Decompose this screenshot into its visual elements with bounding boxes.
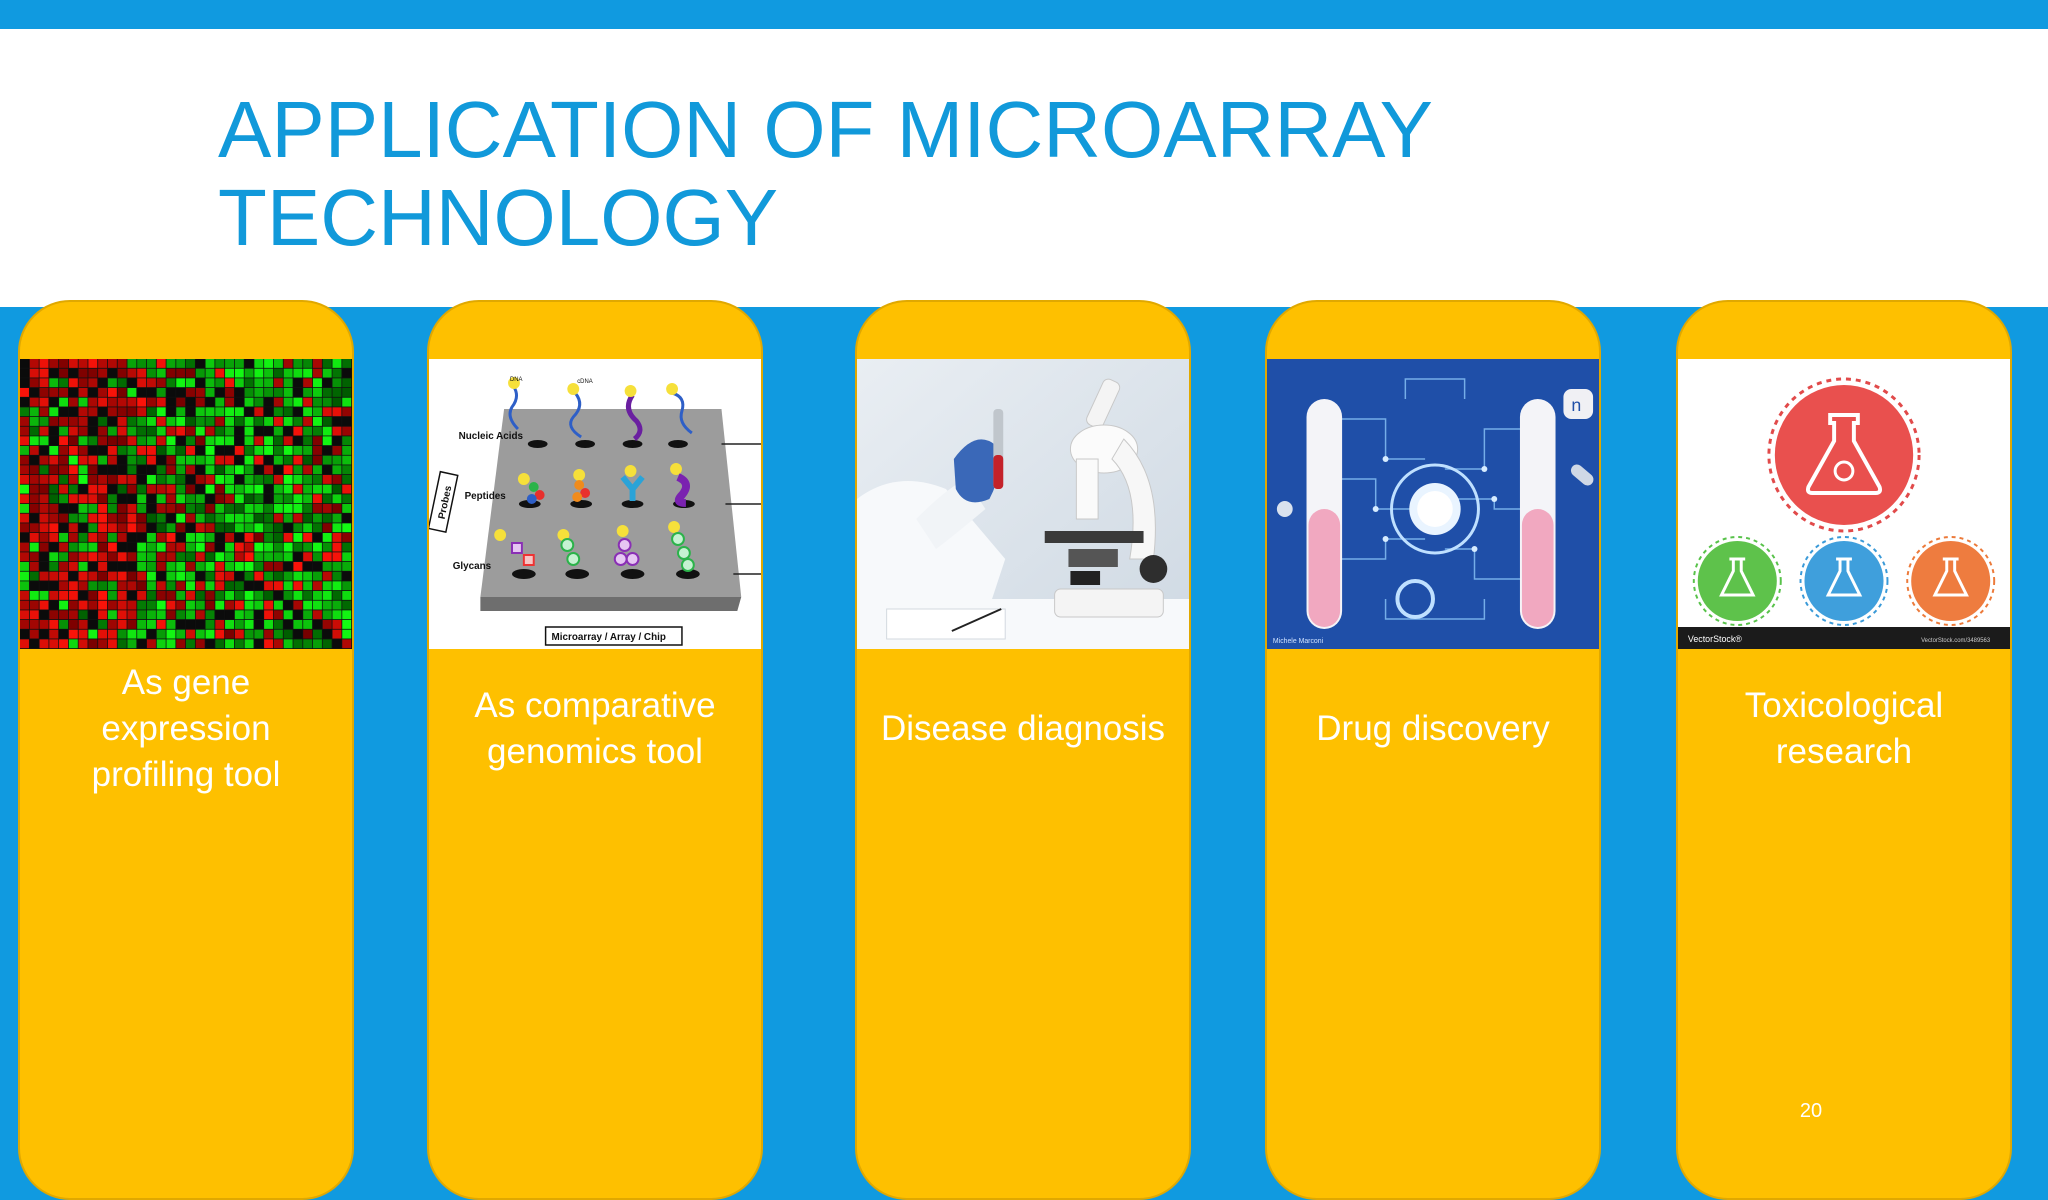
card-disease-diagnosis: Disease diagnosis (855, 300, 1191, 1200)
label-chip: Microarray / Array / Chip (552, 632, 666, 643)
card-caption: Drug discovery (1316, 709, 1550, 748)
drug-discovery-circuit-image: n Michele Marconi (1267, 359, 1599, 649)
card-comparative-genomics: Nucleic Acids Peptides Glycans Probes DN… (427, 300, 763, 1200)
card-caption: Toxicological research (1744, 686, 1944, 771)
card-caption: As comparative genomics tool (474, 686, 716, 771)
card-toxicological-research: VectorStock® VectorStock.com/3489563 Tox… (1676, 300, 2012, 1200)
microscope-lab-image (857, 359, 1189, 649)
label-cdna: cDNA (577, 379, 592, 385)
page-number: 20 (1799, 1100, 1823, 1122)
card-caption: Disease diagnosis (880, 709, 1166, 748)
microarray-chip-image: Nucleic Acids Peptides Glycans Probes DN… (429, 359, 761, 649)
card-drug-discovery: n Michele Marconi Drug discovery (1265, 300, 1601, 1200)
label-dna: DNA (510, 377, 523, 383)
label-glycans: Glycans (453, 561, 492, 572)
toxicology-flask-icons-image: VectorStock® VectorStock.com/3489563 (1678, 359, 2010, 649)
image-credit: Michele Marconi (1273, 638, 1324, 645)
card-caption: As gene expression profiling tool (91, 663, 281, 794)
title-header (0, 29, 2048, 307)
label-nucleic-acids: Nucleic Acids (459, 431, 524, 442)
slide: APPLICATION OF MICROARRAY TECHNOLOGY As … (0, 29, 2048, 1200)
slide-title: APPLICATION OF MICROARRAY TECHNOLOGY (218, 85, 1433, 262)
heatmap-image (20, 359, 352, 649)
svg-text:n: n (1571, 395, 1581, 415)
image-brand: VectorStock® (1688, 634, 1742, 644)
image-url: VectorStock.com/3489563 (1921, 638, 1991, 644)
card-gene-expression: As gene expression profiling tool (18, 300, 354, 1200)
label-peptides: Peptides (465, 491, 507, 502)
